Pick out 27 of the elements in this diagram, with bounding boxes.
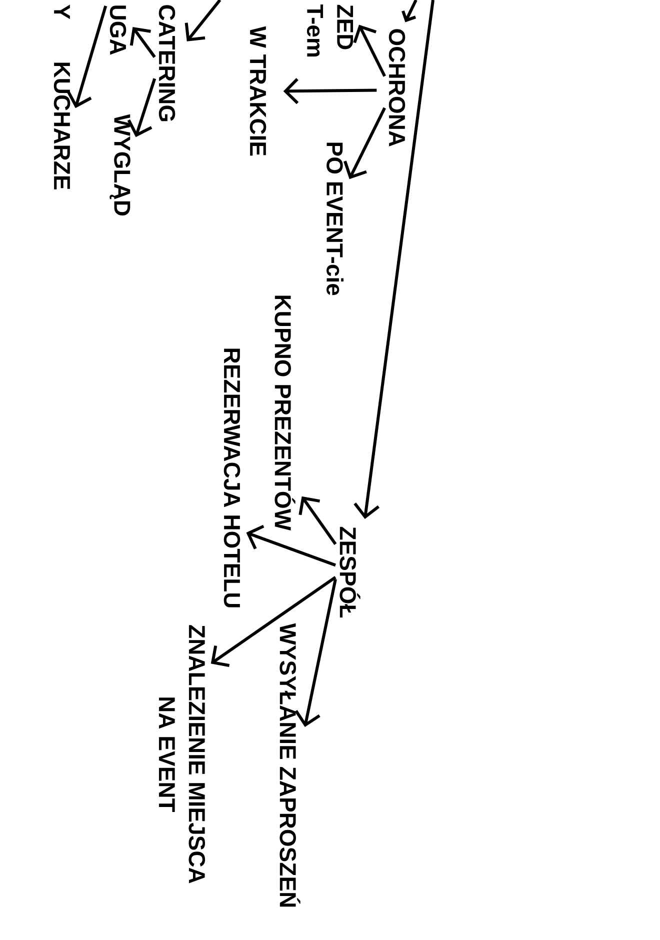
topic-label: ZNALEZIENIE MIEJSCA NA EVENT [158,625,206,884]
topic-label: UGA [110,6,126,55]
topic-label: PO EVENT-cie [326,142,344,296]
arrow [127,78,156,138]
topic-label: ZESPÓŁ [340,526,360,618]
topic-label: Y [54,4,70,20]
arrow [354,0,434,520]
arrow [353,24,386,77]
topic-label: W TRAKCIE [250,26,266,156]
arrow [283,78,377,104]
topic-label: KUCHARZE [54,62,70,190]
arrow [294,578,337,728]
topic-label: ZED T-em [306,4,354,56]
arrow [246,524,336,567]
arrow [344,107,386,180]
topic-label: KUPNO PREZENTÓW [274,296,296,531]
topic-label: WYGLĄD [110,114,130,216]
arrow [130,27,156,58]
arrow [184,0,222,42]
topic-label: CATERING [158,5,176,122]
arrow [66,6,108,108]
arrow [210,576,336,667]
topic-label: REZERWACJA HOTELU [224,348,240,608]
arrow [402,0,418,22]
arrow [298,496,337,545]
topic-label: OCHRONA [388,29,406,146]
topic-label: WYSYŁANIE ZAPROSZEŃ [280,623,300,907]
